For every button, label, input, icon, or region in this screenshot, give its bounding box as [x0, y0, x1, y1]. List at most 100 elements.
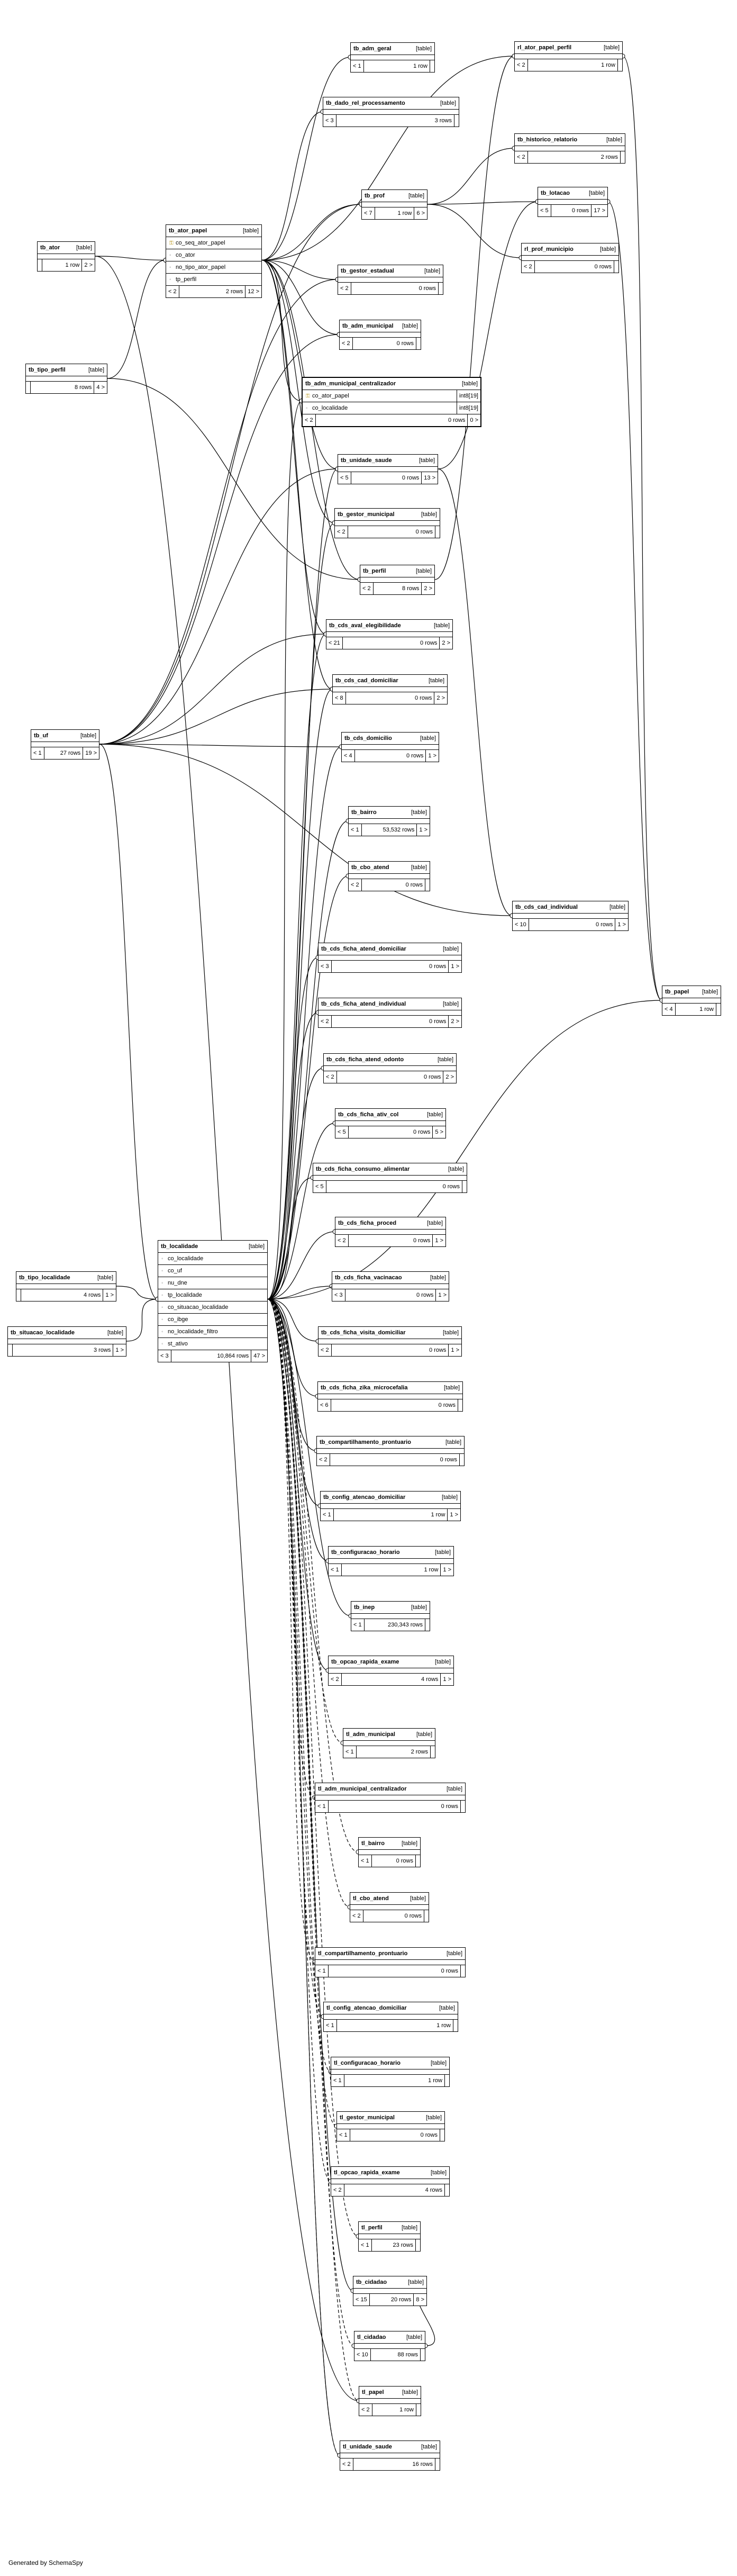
child-count[interactable] — [453, 2020, 458, 2031]
table-name[interactable]: tb_inep — [354, 1604, 375, 1611]
child-count[interactable]: 2 > — [84, 262, 93, 268]
parent-count[interactable]: < 1 — [337, 2129, 350, 2141]
parent-count[interactable] — [16, 1289, 21, 1301]
table-name[interactable]: tl_configuracao_horario — [334, 2060, 401, 2066]
parent-count[interactable]: < 5 — [335, 1126, 349, 1138]
table-name[interactable]: tb_cds_aval_elegibilidade — [329, 622, 401, 629]
parent-count[interactable]: < 5 — [538, 205, 551, 216]
child-count[interactable] — [439, 283, 443, 294]
column-row[interactable]: ◦nu_dne — [158, 1277, 267, 1289]
column-row[interactable]: ◦co_ibge — [158, 1314, 267, 1326]
table-name[interactable]: tb_opcao_rapida_exame — [331, 1659, 399, 1665]
table-name[interactable]: tb_adm_municipal — [342, 323, 394, 329]
child-count[interactable]: 2 > — [451, 1018, 459, 1025]
parent-count[interactable]: < 3 — [158, 1350, 171, 1362]
parent-count[interactable]: < 1 — [331, 2075, 344, 2086]
column-row[interactable]: ◦tp_perfil — [166, 274, 261, 286]
parent-count[interactable]: < 4 — [342, 750, 355, 762]
child-count[interactable] — [425, 1619, 430, 1631]
child-count[interactable]: 2 > — [442, 640, 450, 646]
child-count[interactable]: 2 > — [445, 1074, 454, 1080]
column-row[interactable]: ◦co_uf — [158, 1265, 267, 1277]
child-count[interactable]: 1 > — [105, 1292, 114, 1298]
child-count[interactable] — [416, 1855, 420, 1867]
child-count[interactable] — [416, 338, 421, 349]
child-count[interactable]: 1 > — [115, 1347, 124, 1353]
child-count[interactable] — [460, 1454, 464, 1466]
parent-count[interactable]: < 1 — [329, 1564, 342, 1576]
parent-count[interactable]: < 3 — [332, 1289, 345, 1301]
table-name[interactable]: tb_configuracao_horario — [331, 1549, 400, 1556]
parent-count[interactable]: < 2 — [319, 1344, 332, 1356]
parent-count[interactable]: < 1 — [359, 2239, 372, 2251]
child-count[interactable] — [461, 1965, 465, 1977]
column-row[interactable]: ◦co_situacao_localidade — [158, 1301, 267, 1314]
parent-count[interactable]: < 2 — [522, 261, 535, 273]
parent-count[interactable]: < 1 — [343, 1746, 357, 1758]
parent-count[interactable] — [38, 259, 42, 271]
column-row[interactable]: ◦tp_localidade — [158, 1289, 267, 1301]
parent-count[interactable]: < 1 — [315, 1801, 329, 1812]
table-name[interactable]: tb_cidadao — [356, 2279, 387, 2285]
table-name[interactable]: tl_compartilhamento_prontuario — [318, 1950, 408, 1957]
parent-count[interactable]: < 2 — [340, 338, 353, 349]
table-name[interactable]: tb_lotacao — [541, 190, 570, 196]
child-count[interactable]: 1 > — [438, 1292, 447, 1298]
child-count[interactable]: 2 > — [436, 695, 445, 701]
table-tb-adm-municipal-centralizador[interactable]: tb_adm_municipal_centralizador[table]⚿co… — [302, 377, 481, 427]
table-name[interactable]: tb_cds_ficha_proced — [338, 1220, 397, 1226]
child-count[interactable]: 1 > — [617, 921, 626, 928]
table-name[interactable]: tl_config_atencao_domiciliar — [326, 2005, 407, 2011]
parent-count[interactable]: < 4 — [662, 1004, 676, 1015]
child-count[interactable] — [440, 2129, 444, 2141]
table-name[interactable]: tl_gestor_municipal — [340, 2114, 395, 2121]
child-count[interactable]: 8 > — [416, 2297, 424, 2303]
parent-count[interactable]: < 2 — [331, 2184, 344, 2196]
parent-count[interactable]: < 10 — [513, 919, 529, 930]
table-name[interactable]: tl_papel — [362, 2389, 384, 2396]
table-tb-cds-ficha-zika-microcefalia[interactable]: tb_cds_ficha_zika_microcefalia[table]< 6… — [317, 1381, 463, 1412]
parent-count[interactable]: < 1 — [351, 1619, 365, 1631]
table-tb-compartilhamento-prontuario[interactable]: tb_compartilhamento_prontuario[table]< 2… — [316, 1436, 465, 1466]
child-count[interactable]: 1 > — [428, 753, 436, 759]
column-row[interactable]: ⚿co_seq_ator_papel — [166, 237, 261, 249]
parent-count[interactable]: < 1 — [359, 1855, 372, 1867]
parent-count[interactable] — [8, 1344, 13, 1356]
child-count[interactable]: 6 > — [416, 210, 425, 216]
parent-count[interactable]: < 2 — [350, 1910, 363, 1922]
parent-count[interactable]: < 5 — [338, 472, 351, 484]
child-count[interactable]: 17 > — [594, 207, 605, 214]
child-count[interactable] — [454, 115, 459, 126]
parent-count[interactable]: < 6 — [318, 1399, 331, 1411]
child-count[interactable] — [424, 1910, 429, 1922]
child-count[interactable] — [445, 2075, 449, 2086]
parent-count[interactable]: < 2 — [349, 879, 362, 891]
child-count[interactable]: 47 > — [253, 1353, 265, 1359]
parent-count[interactable]: < 10 — [354, 2349, 371, 2361]
child-count[interactable]: 0 > — [470, 417, 478, 423]
parent-count[interactable]: < 1 — [315, 1965, 329, 1977]
table-name[interactable]: tb_prof — [365, 193, 385, 199]
table-name[interactable]: tl_perfil — [361, 2225, 383, 2231]
parent-count[interactable]: < 1 — [31, 747, 44, 759]
